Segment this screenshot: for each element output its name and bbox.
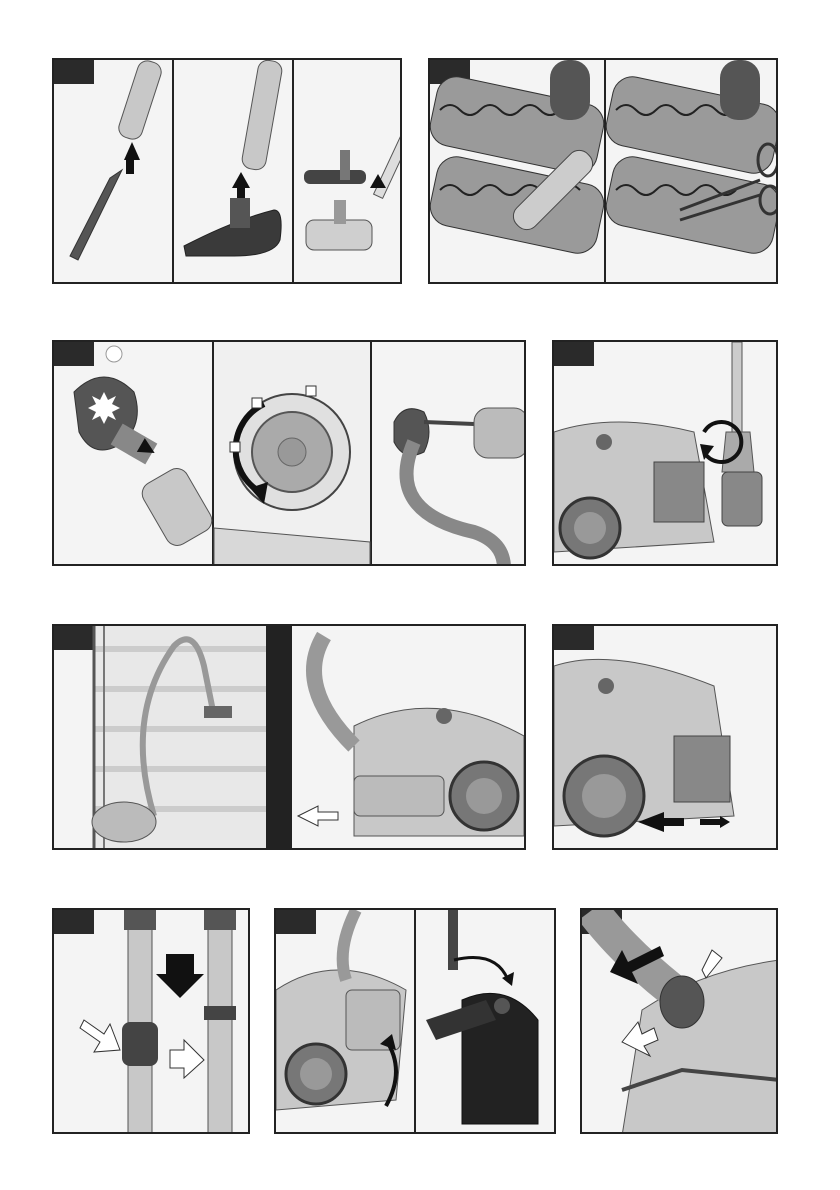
turbo-nozzle-icon xyxy=(306,220,372,250)
right-arrow-icon xyxy=(170,1040,204,1078)
floor-nozzle-icon xyxy=(722,472,762,526)
figure-suction-control xyxy=(52,340,526,566)
step-marker-icon xyxy=(106,346,122,362)
up-arrow-icon xyxy=(232,172,250,188)
crevice-tool-icon xyxy=(424,422,474,424)
floor-symbol-icon xyxy=(230,442,240,452)
power-button-icon[interactable] xyxy=(436,708,452,724)
nozzle-icon xyxy=(204,706,232,718)
wheel-lock-illustration xyxy=(554,626,778,850)
suction-control-illustration xyxy=(54,342,526,566)
attachments-illustration xyxy=(54,60,402,284)
brush-cleaning-illustration xyxy=(430,60,778,284)
left-arrow-icon xyxy=(298,806,338,826)
length-slider[interactable] xyxy=(204,1006,236,1020)
stair-cleaning-illustration xyxy=(54,626,526,850)
figure-storage xyxy=(274,908,556,1134)
right-arrow-icon xyxy=(80,1020,120,1052)
neck-joint-icon xyxy=(550,60,590,120)
exhaust-grille xyxy=(654,462,704,522)
neck-joint-icon xyxy=(720,60,760,120)
parking-position-illustration xyxy=(554,342,778,566)
hose-connector xyxy=(660,976,704,1028)
figure-hose-removal xyxy=(580,908,778,1134)
tube-icon xyxy=(138,464,216,550)
figure-telescopic-tube xyxy=(52,908,250,1134)
dust-container xyxy=(354,776,444,816)
tube-icon xyxy=(241,60,284,171)
hose-icon xyxy=(343,910,356,980)
figure-stair-cleaning xyxy=(52,624,526,850)
storage-illustration xyxy=(276,910,556,1134)
power-button-icon[interactable] xyxy=(598,678,614,694)
vacuum-small-icon xyxy=(92,802,156,842)
crevice-nozzle-icon xyxy=(70,170,122,260)
figure-parking-position xyxy=(552,340,778,566)
brush-roller-right xyxy=(603,60,778,257)
hose-icon xyxy=(314,636,354,746)
figure-attachments xyxy=(52,58,402,284)
down-arrow-icon xyxy=(156,954,204,998)
tube-icon xyxy=(116,60,164,142)
figure-brush-cleaning xyxy=(428,58,778,284)
curve-arrow-icon xyxy=(454,958,508,981)
curtain-symbol-icon xyxy=(252,398,262,408)
power-button-icon[interactable] xyxy=(596,434,612,450)
tube-icon xyxy=(732,342,742,432)
tube-icon xyxy=(474,408,526,458)
tube-icon xyxy=(448,910,458,970)
figure-wheel-lock xyxy=(552,624,778,850)
right-arrow-icon xyxy=(720,816,730,828)
tube-coupling xyxy=(122,1022,158,1066)
hose-icon xyxy=(407,442,505,566)
up-arrow-icon xyxy=(124,142,140,160)
exhaust-grille xyxy=(674,736,730,802)
carpet-symbol-icon xyxy=(306,386,316,396)
brush-roller-left xyxy=(430,60,607,257)
brush-nozzle-icon xyxy=(304,170,366,184)
telescopic-tube-illustration xyxy=(54,910,250,1134)
hose-removal-illustration xyxy=(582,910,778,1134)
star-icon xyxy=(88,392,120,424)
tube-icon xyxy=(208,910,232,1134)
